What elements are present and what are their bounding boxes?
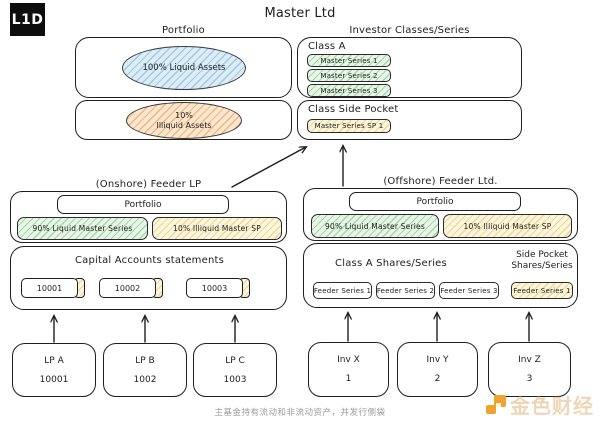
lp-c-name: LP C	[225, 355, 245, 366]
lp-a-value: 10001	[39, 374, 69, 385]
watermark-text: 金色财经	[510, 394, 594, 418]
account-number: 10003	[186, 278, 243, 298]
class-a-label: Class A	[308, 41, 346, 52]
onshore-feeder-label: (Onshore) Feeder LP	[95, 179, 202, 190]
feeder-series-2-pill: Feeder Series 2	[376, 282, 435, 299]
offshore-portfolio-box: Portfolio	[349, 192, 521, 211]
onshore-feeder-box: Portfolio 90% Liquid Master Series 10% I…	[10, 191, 287, 243]
master-portfolio-label: Portfolio	[162, 25, 205, 36]
class-side-pocket-label: Class Side Pocket	[308, 104, 399, 115]
onshore-illiquid-box: 10% Illiquid Master SP	[152, 217, 282, 240]
onshore-liquid-box: 90% Liquid Master Series	[17, 217, 148, 240]
capital-accounts-heading: Capital Accounts statements	[74, 255, 225, 266]
lp-b-box: LP B 1002	[103, 343, 187, 397]
sp-feeder-series-1-pill: Feeder Series 1	[511, 282, 573, 299]
feeder-series-3-pill: Feeder Series 3	[439, 282, 499, 299]
class-a-box: Class A Master Series 1 Master Series 2 …	[297, 37, 522, 98]
lp-a-box: LP A 10001	[12, 343, 96, 397]
inv-y-name: Inv Y	[426, 355, 449, 365]
watermark: 金色财经	[485, 390, 594, 419]
master-series-1-pill: Master Series 1	[307, 54, 391, 67]
feeder-series-1-pill: Feeder Series 1	[313, 282, 372, 299]
inv-z-value: 3	[526, 374, 533, 384]
master-series-3-pill: Master Series 3	[307, 84, 391, 97]
liquid-assets-text: 100% Liquid Assets	[142, 62, 226, 73]
lp-c-value: 1003	[223, 374, 247, 385]
account-number: 10002	[99, 278, 156, 298]
master-series-2-pill: Master Series 2	[307, 69, 391, 82]
account-10002: 10002	[99, 278, 163, 298]
inv-x-value: 1	[345, 374, 352, 384]
capital-accounts-box: Capital Accounts statements 10001 10002 …	[10, 246, 287, 310]
lp-c-box: LP C 1003	[193, 343, 277, 397]
class-side-pocket-box: Class Side Pocket Master Series SP 1	[297, 100, 522, 140]
illiquid-assets-text: Illiquid Assets	[156, 120, 212, 130]
illiquid-assets-pct: 10%	[175, 110, 193, 120]
offshore-feeder-label: (Offshore) Feeder Ltd.	[383, 176, 498, 187]
jinse-logo-icon	[486, 394, 506, 414]
side-pocket-shares-heading: Side Pocket Shares/Series	[511, 250, 573, 272]
l1d-logo: L1D	[10, 3, 45, 36]
diagram-title: Master Ltd	[264, 6, 336, 21]
lp-b-value: 1002	[133, 374, 157, 385]
account-10003: 10003	[186, 278, 250, 298]
account-number: 10001	[21, 278, 78, 298]
master-series-sp1-pill: Master Series SP 1	[307, 119, 391, 133]
account-10001: 10001	[21, 278, 85, 298]
liquid-assets-ellipse: 100% Liquid Assets	[122, 46, 246, 90]
master-illiquid-box: 10% Illiquid Assets	[75, 100, 292, 140]
offshore-liquid-box: 90% Liquid Master Series	[311, 214, 439, 238]
offshore-illiquid-box: 10% Illiquid Master SP	[443, 214, 572, 238]
onshore-portfolio-box: Portfolio	[57, 195, 229, 214]
inv-x-name: Inv X	[337, 355, 360, 365]
inv-x-box: Inv X 1	[308, 342, 389, 397]
inv-z-box: Inv Z 3	[488, 342, 571, 397]
diagram-caption: 主基金持有流动和非流动资产，并发行侧袋	[214, 408, 386, 418]
offshore-feeder-box: Portfolio 90% Liquid Master Series 10% I…	[303, 188, 578, 241]
inv-y-value: 2	[434, 374, 441, 384]
illiquid-assets-ellipse: 10% Illiquid Assets	[126, 102, 242, 139]
offshore-shares-box: Class A Shares/Series Side Pocket Shares…	[303, 243, 578, 308]
master-liquid-box: 100% Liquid Assets	[75, 37, 292, 98]
class-a-shares-heading: Class A Shares/Series	[335, 258, 447, 269]
lp-b-name: LP B	[135, 355, 155, 366]
inv-z-name: Inv Z	[518, 355, 541, 365]
lp-a-name: LP A	[44, 355, 64, 366]
investor-classes-label: Investor Classes/Series	[349, 25, 470, 36]
inv-y-box: Inv Y 2	[397, 342, 478, 397]
